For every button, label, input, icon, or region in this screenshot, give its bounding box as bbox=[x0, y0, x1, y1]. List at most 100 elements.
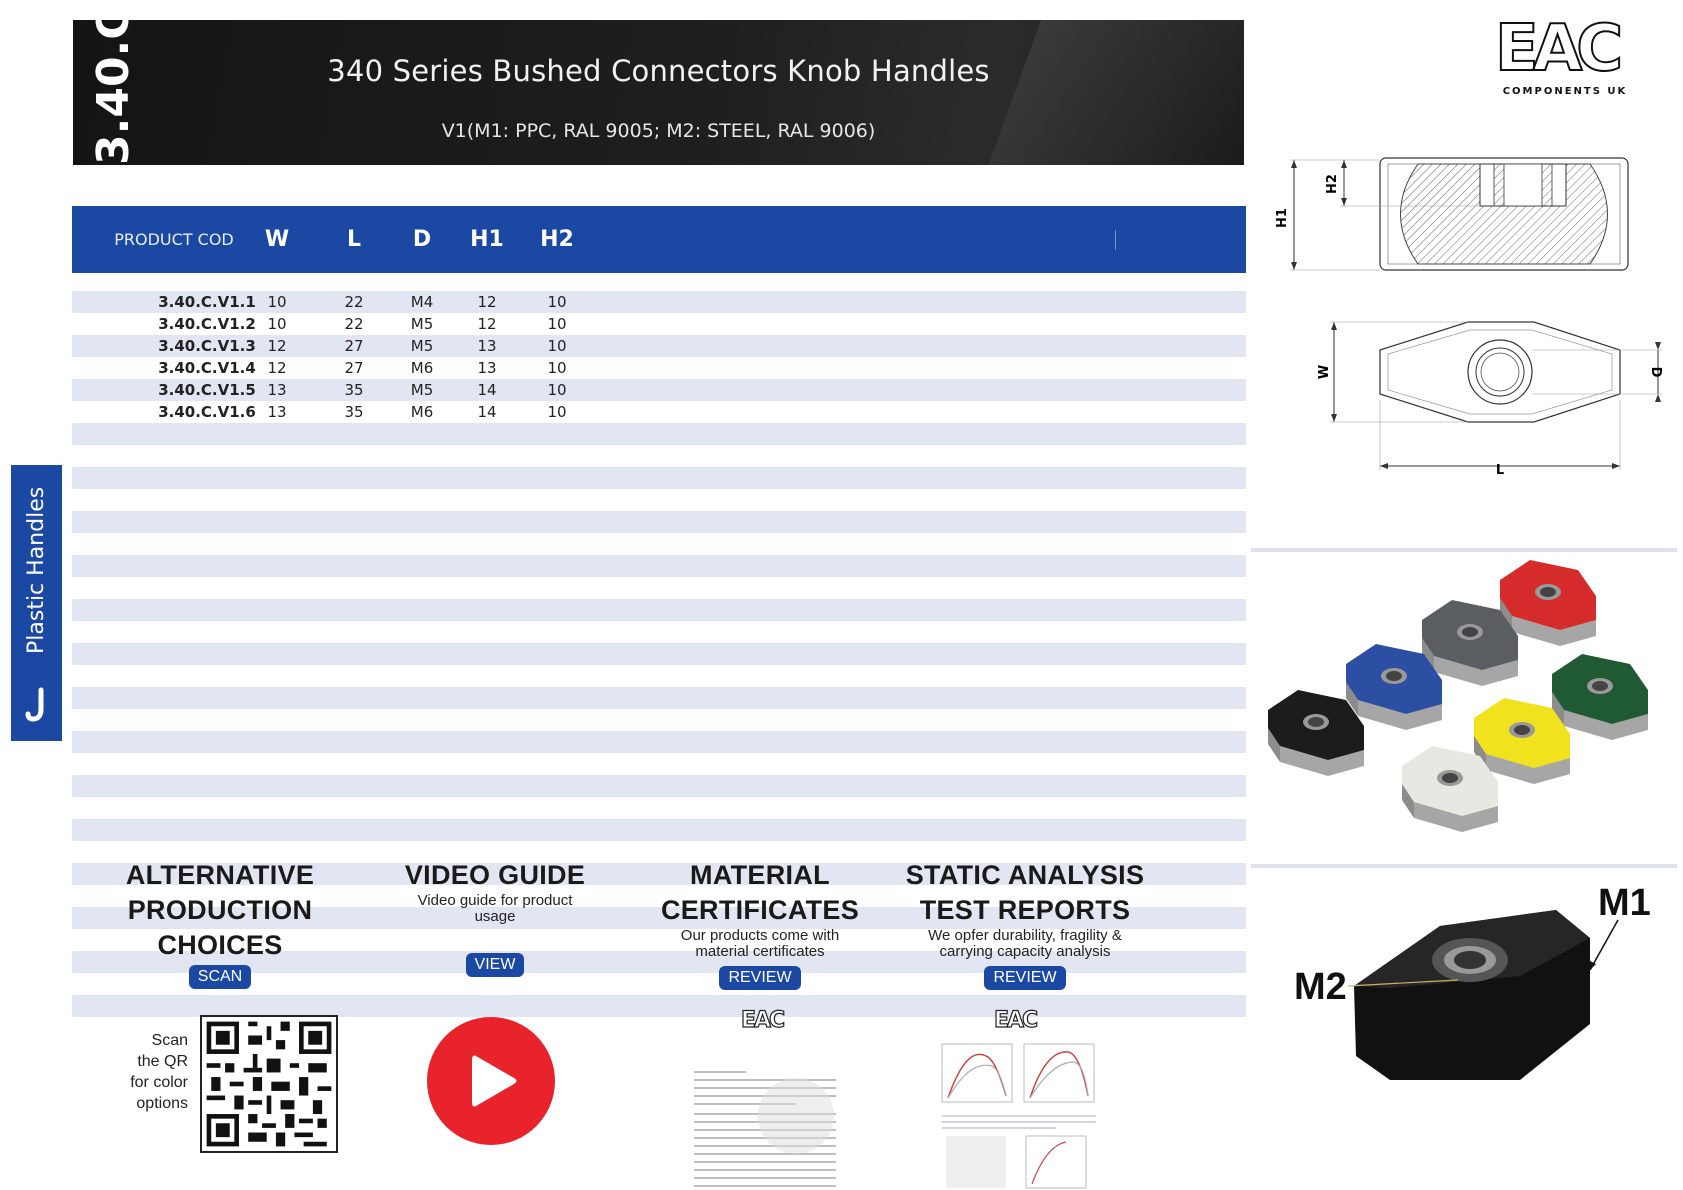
empty-row bbox=[72, 951, 1246, 973]
qr-note-line: the QR bbox=[137, 1053, 188, 1070]
empty-row bbox=[72, 753, 1246, 775]
feature-title-line: TEST REPORTS bbox=[919, 895, 1131, 925]
top-view bbox=[1330, 321, 1662, 470]
empty-row bbox=[72, 555, 1246, 577]
cell-h2: 10 bbox=[547, 293, 567, 311]
cell-product-code: 3.40.C.V1.6 bbox=[158, 403, 256, 421]
table-header: PRODUCT COD W L D H1 H2 bbox=[72, 206, 1246, 273]
empty-row bbox=[72, 643, 1246, 665]
scan-button[interactable]: SCAN bbox=[188, 965, 252, 989]
empty-row bbox=[72, 863, 1246, 885]
dim-label-h1: H1 bbox=[1275, 208, 1290, 228]
feature-description-line: Our products come with bbox=[680, 927, 840, 944]
cell-w: 13 bbox=[267, 403, 287, 421]
empty-row bbox=[72, 687, 1246, 709]
cell-h1: 12 bbox=[477, 293, 497, 311]
cell-w: 12 bbox=[267, 359, 287, 377]
cell-product-code: 3.40.C.V1.1 bbox=[158, 293, 256, 311]
callout-line-m2 bbox=[1347, 979, 1459, 987]
empty-row bbox=[72, 599, 1246, 621]
cell-d: M6 bbox=[410, 359, 434, 377]
sidebar-tab-plastic-handles[interactable]: Plastic Handles bbox=[11, 465, 62, 741]
divider bbox=[1251, 864, 1677, 868]
column-header-w: W bbox=[264, 227, 290, 252]
review-analysis-button[interactable]: REVIEW bbox=[984, 966, 1066, 990]
empty-row bbox=[72, 819, 1246, 841]
page-subtitle: V1(M1: PPC, RAL 9005; M2: STEEL, RAL 900… bbox=[441, 120, 876, 142]
cell-l: 35 bbox=[344, 403, 364, 421]
certificate-thumbnail[interactable]: EAC bbox=[686, 1006, 846, 1190]
cell-product-code: 3.40.C.V1.2 bbox=[158, 315, 256, 333]
cell-h1: 13 bbox=[477, 337, 497, 355]
qr-note: Scan the QR for color options bbox=[120, 1030, 188, 1114]
empty-row bbox=[72, 467, 1246, 489]
qr-code-icon[interactable] bbox=[200, 1015, 338, 1153]
analysis-report-thumbnail[interactable]: EAC bbox=[936, 1006, 1106, 1190]
logo-subtitle: COMPONENTS UK bbox=[1502, 86, 1628, 97]
cell-w: 13 bbox=[267, 381, 287, 399]
cell-h2: 10 bbox=[547, 359, 567, 377]
play-icon[interactable] bbox=[426, 1016, 556, 1146]
cell-w: 10 bbox=[267, 293, 287, 311]
feature-description-line: material certificates bbox=[695, 943, 825, 960]
column-header-h2: H2 bbox=[540, 227, 574, 252]
sidebar-tab-label: Plastic Handles bbox=[24, 486, 49, 654]
empty-row bbox=[72, 511, 1246, 533]
feature-title-line: STATIC ANALYSIS bbox=[905, 860, 1145, 890]
feature-title-line: ALTERNATIVE bbox=[125, 860, 315, 890]
divider bbox=[1251, 548, 1677, 552]
thumbnail-logo: EAC bbox=[993, 1007, 1038, 1033]
feature-title-line: CERTIFICATES bbox=[660, 895, 860, 925]
feature-title-line: PRODUCTION bbox=[127, 895, 313, 925]
feature-material-certificates: MATERIAL CERTIFICATES Our products come … bbox=[625, 858, 895, 990]
header-divider bbox=[1115, 230, 1116, 250]
column-header-d: D bbox=[412, 227, 432, 252]
table-row: 3.40.C.V1.6 13 35 M6 14 10 bbox=[72, 401, 1246, 423]
color-options-image bbox=[1268, 560, 1648, 832]
series-code-vertical: 3.40.C bbox=[89, 20, 139, 165]
cell-l: 27 bbox=[344, 359, 364, 377]
callout-m2: M2 bbox=[1294, 966, 1347, 1008]
dim-label-w: W bbox=[1317, 365, 1332, 379]
material-callout-image: M1 M2 bbox=[1280, 880, 1680, 1140]
report-graphs-icon bbox=[941, 1043, 1096, 1189]
cell-w: 10 bbox=[267, 315, 287, 333]
cell-l: 22 bbox=[344, 293, 364, 311]
banner-shine bbox=[987, 20, 1244, 165]
empty-row bbox=[72, 775, 1246, 797]
empty-row bbox=[72, 423, 1246, 445]
qr-note-line: Scan bbox=[151, 1032, 188, 1049]
cell-h1: 14 bbox=[477, 403, 497, 421]
callout-m1: M1 bbox=[1598, 882, 1651, 924]
table-row: 3.40.C.V1.2 10 22 M5 12 10 bbox=[72, 313, 1246, 335]
table-row: 3.40.C.V1.5 13 35 M5 14 10 bbox=[72, 379, 1246, 401]
qr-note-line: for color bbox=[130, 1074, 188, 1091]
cell-h1: 13 bbox=[477, 359, 497, 377]
column-header-h1: H1 bbox=[470, 227, 504, 252]
view-button[interactable]: VIEW bbox=[465, 953, 525, 977]
side-section-view bbox=[1290, 157, 1629, 271]
column-header-product-cod: PRODUCT COD bbox=[114, 230, 234, 249]
company-logo: EAC COMPONENTS UK bbox=[1494, 12, 1655, 109]
cell-d: M4 bbox=[410, 293, 434, 311]
cell-d: M5 bbox=[410, 381, 434, 399]
empty-row bbox=[72, 797, 1246, 819]
table-row: 3.40.C.V1.3 12 27 M5 13 10 bbox=[72, 335, 1246, 357]
cell-l: 22 bbox=[344, 315, 364, 333]
empty-row bbox=[72, 489, 1246, 511]
logo-letters: EAC bbox=[1494, 12, 1624, 86]
feature-description-line: We opfer durability, fragility & bbox=[928, 927, 1122, 944]
cell-l: 35 bbox=[344, 381, 364, 399]
feature-title-line: MATERIAL bbox=[690, 860, 830, 890]
cell-h2: 10 bbox=[547, 315, 567, 333]
feature-description-line: carrying capacity analysis bbox=[939, 943, 1111, 960]
review-certificates-button[interactable]: REVIEW bbox=[719, 966, 801, 990]
empty-row bbox=[72, 577, 1246, 599]
feature-video-guide: VIDEO GUIDE Video guide for product usag… bbox=[360, 858, 630, 977]
table-body: 3.40.C.V1.1 10 22 M4 12 10 3.40.C.V1.2 1… bbox=[72, 291, 1246, 1017]
dim-label-l: L bbox=[1496, 463, 1504, 478]
cell-l: 27 bbox=[344, 337, 364, 355]
cell-product-code: 3.40.C.V1.4 bbox=[158, 359, 256, 377]
empty-row bbox=[72, 995, 1246, 1017]
feature-static-analysis: STATIC ANALYSIS TEST REPORTS We opfer du… bbox=[890, 858, 1160, 990]
